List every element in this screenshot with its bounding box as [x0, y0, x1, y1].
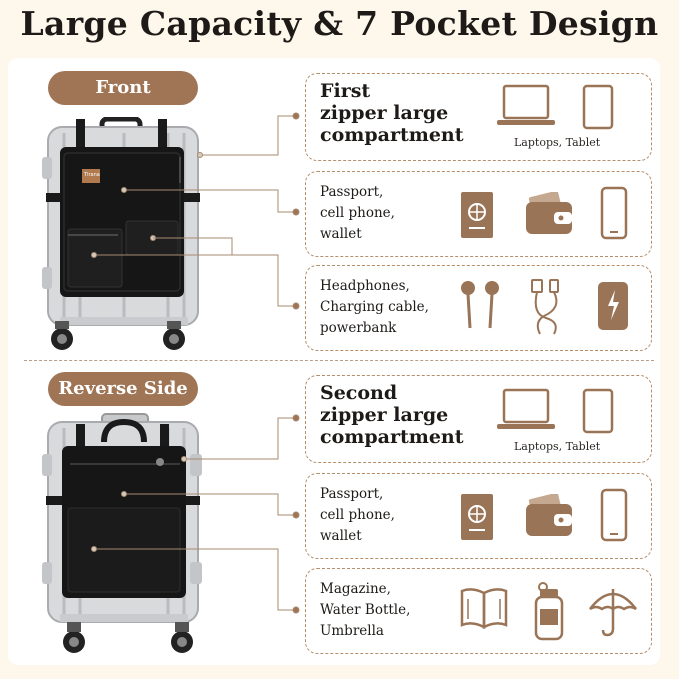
phone-icon	[600, 186, 628, 240]
front-label: Front	[48, 71, 198, 105]
wallet-icon	[526, 192, 572, 234]
water-bottle-icon	[534, 582, 564, 641]
front-small-items-box: Passport,cell phone,wallet	[305, 171, 652, 257]
book-icon	[460, 588, 508, 630]
phone-icon	[600, 488, 628, 542]
reverse-large-items-box: Magazine,Water Bottle,Umbrella	[305, 568, 652, 654]
icon-caption: Laptops, Tablet	[514, 136, 601, 149]
front-luggage-image	[42, 117, 200, 350]
reverse-small-items-box: Passport,cell phone,wallet	[305, 473, 652, 559]
laptop-icon	[497, 388, 555, 429]
tablet-icon	[582, 84, 614, 130]
powerbank-icon	[598, 282, 628, 330]
items-description: Passport,cell phone,wallet	[320, 486, 395, 544]
section-divider	[24, 360, 654, 361]
front-electronics-box: Headphones,Charging cable,powerbank	[305, 265, 652, 351]
passport-icon	[461, 494, 493, 540]
brand-tag: Tirana	[84, 172, 100, 178]
icon-caption: Laptops, Tablet	[514, 440, 601, 453]
items-description: Headphones,Charging cable,powerbank	[320, 278, 429, 336]
passport-icon	[461, 192, 493, 238]
laptop-icon	[497, 84, 555, 125]
earphones-icon	[461, 281, 499, 329]
reverse-side-label: Reverse Side	[48, 372, 198, 406]
tablet-icon	[582, 388, 614, 434]
wallet-icon	[526, 494, 572, 536]
charging-cable-icon	[531, 279, 559, 335]
umbrella-icon	[589, 589, 637, 637]
reverse-luggage-image	[42, 413, 202, 653]
items-description: Magazine,Water Bottle,Umbrella	[320, 581, 411, 639]
items-description: Passport,cell phone,wallet	[320, 184, 395, 242]
page-title: Large Capacity & 7 Pocket Design	[20, 4, 659, 43]
